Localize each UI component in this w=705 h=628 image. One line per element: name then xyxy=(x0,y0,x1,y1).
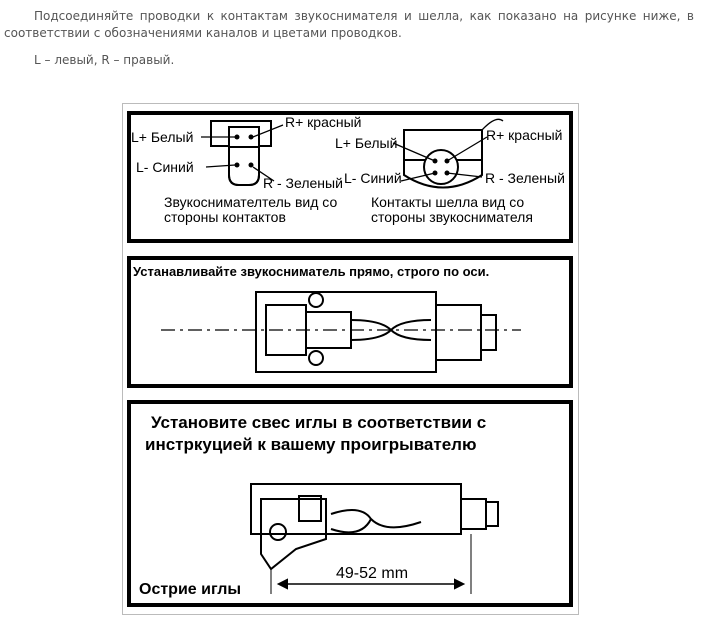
panel-alignment: Устанавливайте звукосниматель прямо, стр… xyxy=(127,256,573,388)
caption-left-2: стороны контактов xyxy=(164,209,286,225)
caption-right-2: стороны звукоснимателя xyxy=(371,209,533,225)
overhang-dimension: 49-52 mm xyxy=(336,565,408,582)
caption-left-1: Звукоснимателтель вид со xyxy=(164,194,337,210)
overhang-diagram: Установите свес иглы в соответствии с ин… xyxy=(139,413,499,598)
label-r-minus-left: R - Зеленый xyxy=(263,175,343,191)
label-r-minus-right: R - Зеленый xyxy=(485,170,565,186)
stylus-tip-label: Острие иглы xyxy=(139,581,241,598)
panel-wiring-contacts: L+ Белый R+ красный L- Синий R - Зеленый… xyxy=(127,111,573,243)
overhang-title-2: инстркуцией к вашему проигрывателю xyxy=(145,435,476,454)
label-l-minus-left: L- Синий xyxy=(136,159,194,175)
alignment-title: Устанавливайте звукосниматель прямо, стр… xyxy=(133,264,489,279)
caption-right-1: Контакты шелла вид со xyxy=(371,194,524,210)
label-l-minus-right: L- Синий xyxy=(344,170,402,186)
label-l-plus-right: L+ Белый xyxy=(335,135,397,151)
wiring-figure: L+ Белый R+ красный L- Синий R - Зеленый… xyxy=(122,103,579,615)
intro-paragraph: Подсоединяйте проводки к контактам звуко… xyxy=(4,9,694,40)
panel-overhang: Установите свес иглы в соответствии с ин… xyxy=(127,400,573,607)
contacts-diagram: L+ Белый R+ красный L- Синий R - Зеленый… xyxy=(131,114,565,225)
alignment-diagram: Устанавливайте звукосниматель прямо, стр… xyxy=(133,264,521,373)
label-l-plus-left: L+ Белый xyxy=(131,129,193,145)
overhang-title-1: Установите свес иглы в соответствии с xyxy=(151,413,486,432)
label-r-plus-left: R+ красный xyxy=(285,115,362,130)
label-r-plus-right: R+ красный xyxy=(486,127,563,143)
channel-legend: L – левый, R – правый. xyxy=(34,53,175,67)
